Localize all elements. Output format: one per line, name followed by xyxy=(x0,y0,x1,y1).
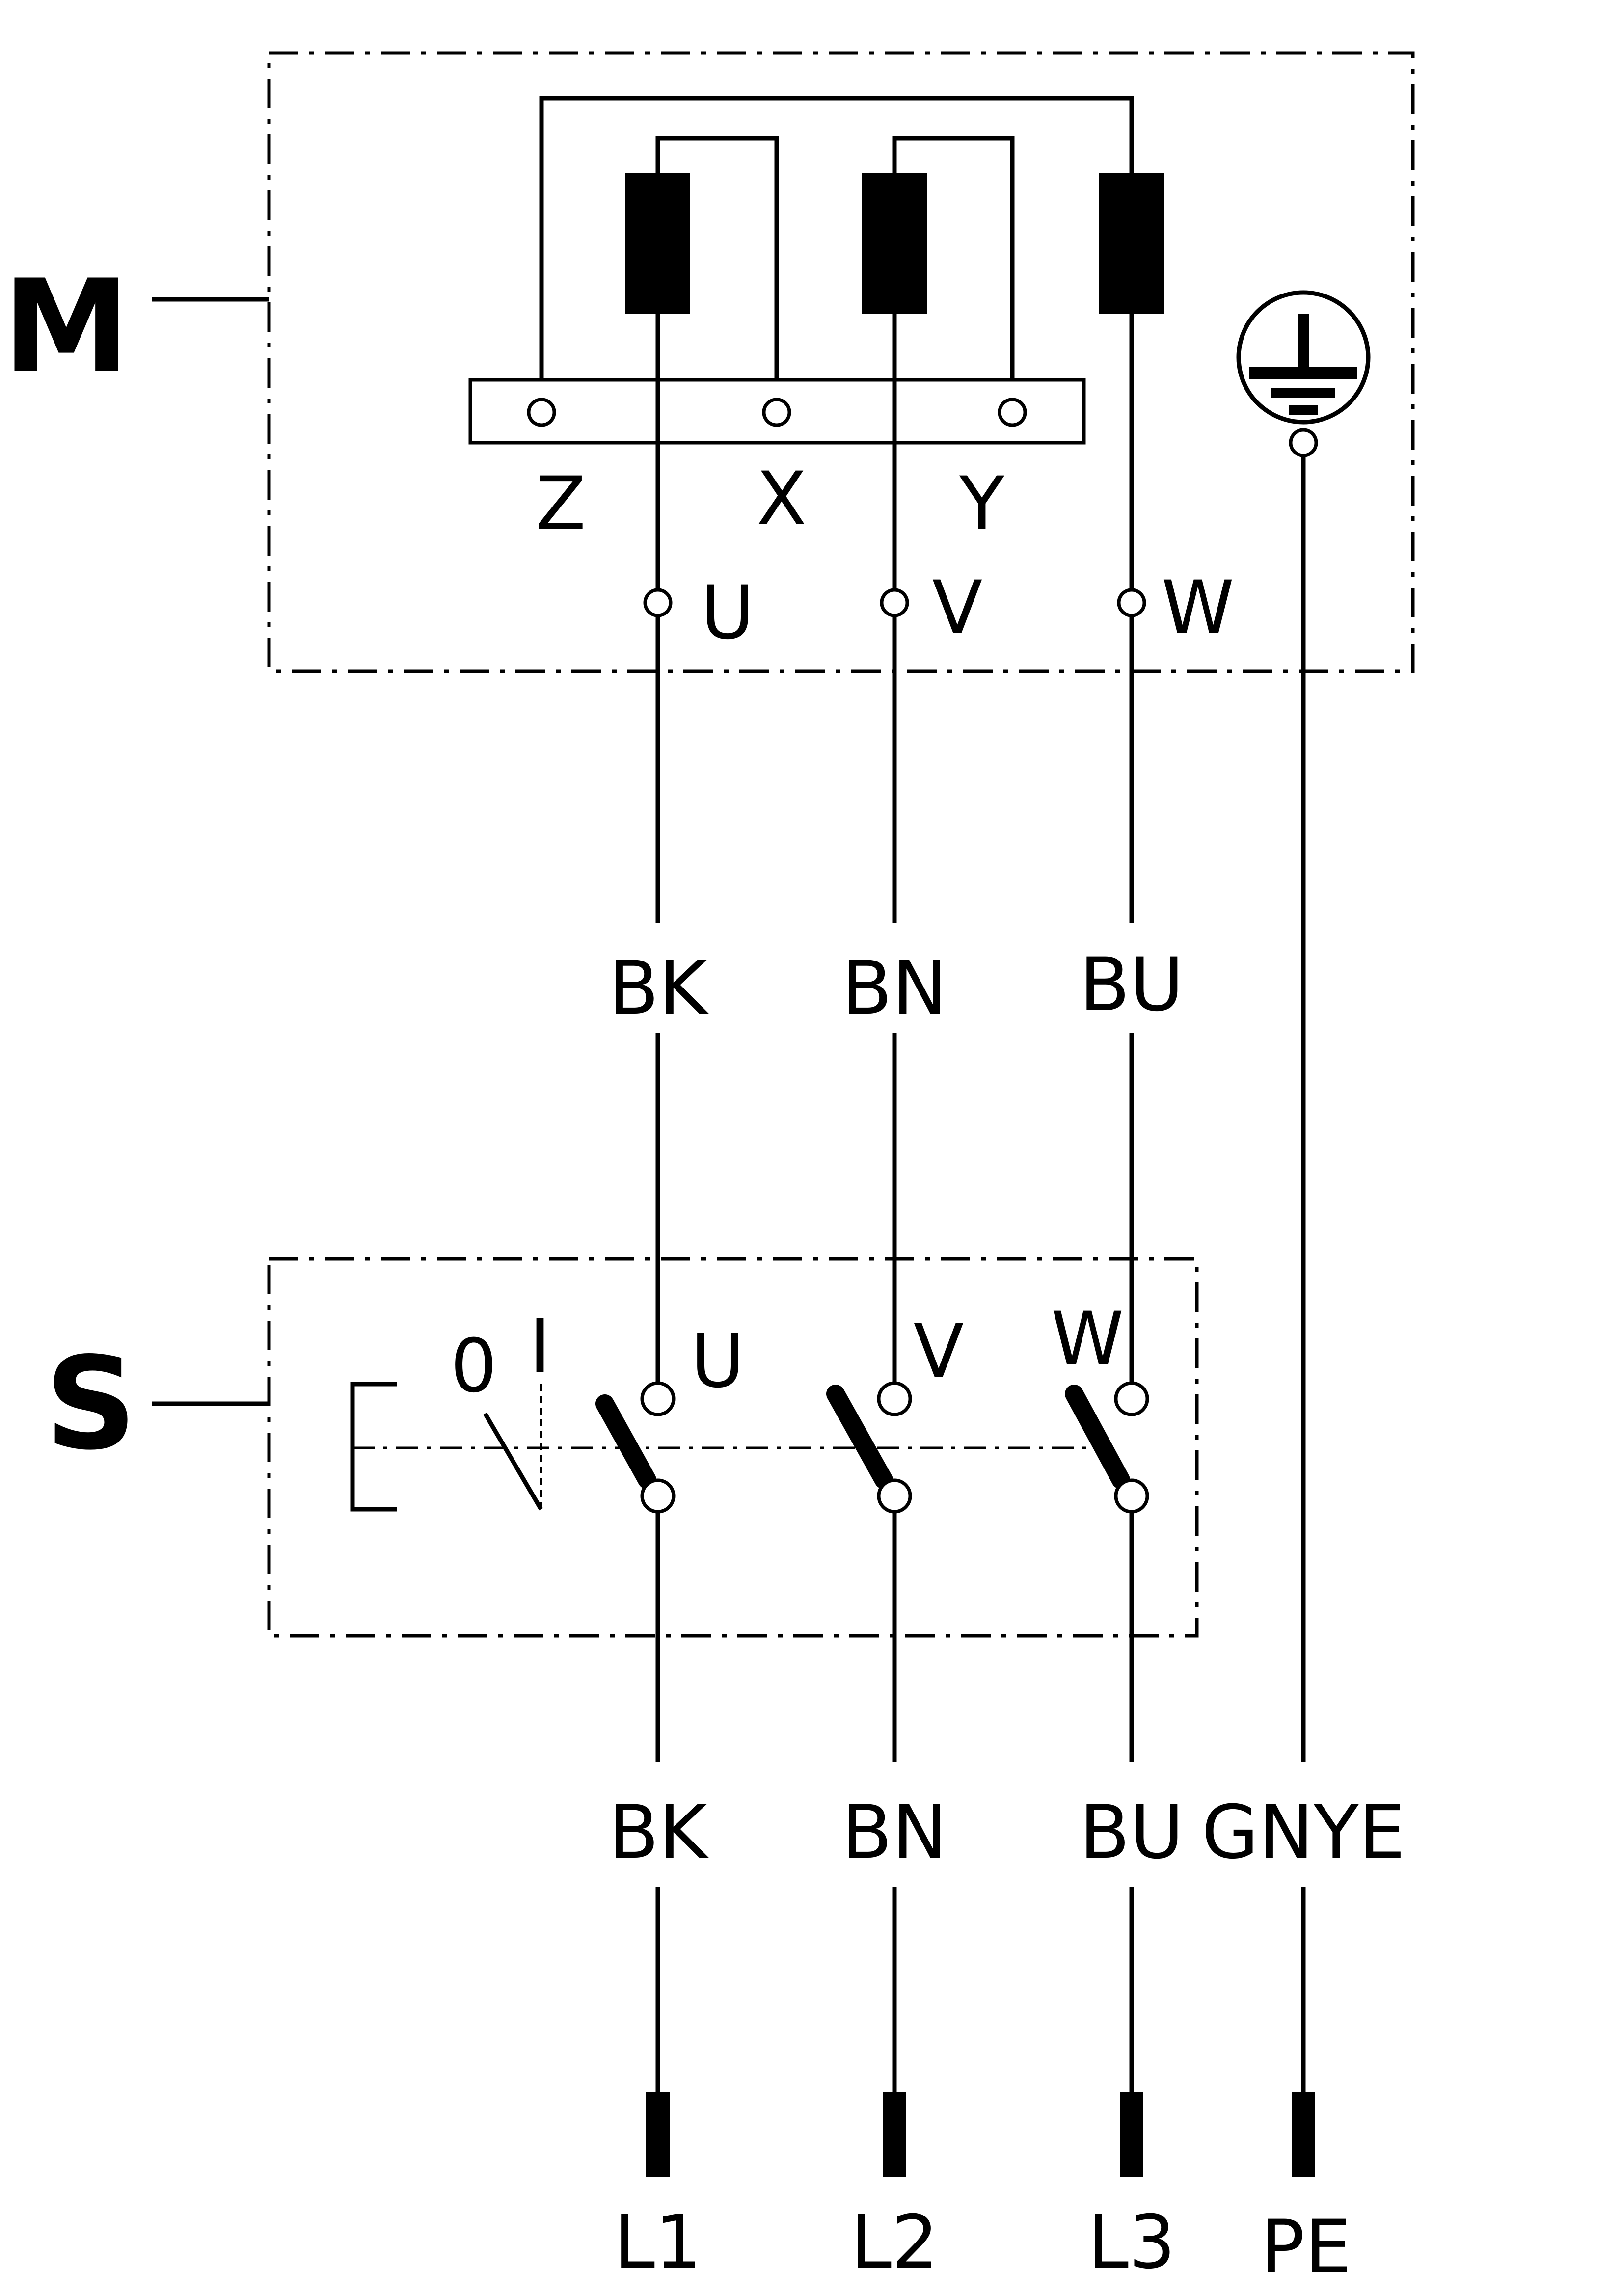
supply-l2: L2 xyxy=(850,2200,938,2285)
terminal-v xyxy=(880,588,909,617)
switch-terminal-w-bottom xyxy=(1114,1478,1149,1514)
terminal-w-label: W xyxy=(1162,565,1234,651)
star-bridge-z-w xyxy=(539,96,1134,405)
switch-terminal-u-label: U xyxy=(691,1319,745,1404)
wire-color-bk-lower: BK xyxy=(608,1790,709,1875)
protective-earth-icon xyxy=(1236,290,1371,425)
winding-v xyxy=(862,173,927,314)
switch-contact-u xyxy=(595,1394,656,1489)
switch-terminal-v-top xyxy=(877,1381,912,1416)
switch-terminal-u-top xyxy=(640,1381,676,1416)
terminal-u-label: U xyxy=(701,570,755,656)
switch-position-off: 0 xyxy=(450,1324,497,1409)
supply-l1: L1 xyxy=(614,2200,702,2285)
switch-module: S 0 I U V W xyxy=(45,1257,1199,1638)
switch-contact-v xyxy=(826,1385,893,1489)
ferrule-pe xyxy=(1292,2092,1315,2177)
wire-color-bk-upper: BK xyxy=(608,946,709,1031)
terminal-v-label: V xyxy=(932,565,983,651)
switch-enclosure xyxy=(267,1257,1199,1638)
wire-color-bn-upper: BN xyxy=(841,946,947,1031)
switch-terminal-u-bottom xyxy=(640,1478,676,1514)
switch-position-on: I xyxy=(529,1304,551,1389)
switch-position-line xyxy=(483,1412,543,1511)
ferrule-l1 xyxy=(646,2092,670,2177)
terminal-y-label: Y xyxy=(959,461,1004,547)
winding-w xyxy=(1099,173,1164,314)
terminal-w xyxy=(1117,588,1146,617)
star-bridge-y-v xyxy=(892,136,1015,405)
switch-terminal-v-label: V xyxy=(914,1309,964,1394)
motor-label: M xyxy=(3,253,130,401)
wire-color-bn-lower: BN xyxy=(841,1790,947,1875)
terminal-z xyxy=(527,398,556,427)
terminal-x-label: X xyxy=(757,456,807,542)
switch-terminal-w-label: W xyxy=(1051,1297,1124,1382)
switch-terminal-v-bottom xyxy=(877,1478,912,1514)
supply-pe: PE xyxy=(1260,2205,1351,2290)
wire-color-gnye: GNYE xyxy=(1202,1790,1406,1875)
earth-terminal xyxy=(1289,428,1318,457)
switch-label: S xyxy=(45,1330,136,1478)
supply-l3: L3 xyxy=(1087,2200,1175,2285)
terminal-z-label: Z xyxy=(536,461,586,547)
terminal-y xyxy=(998,398,1027,427)
motor-module: M Z X Y U V W xyxy=(3,51,1415,673)
winding-u xyxy=(625,173,690,314)
switch-contact-w xyxy=(1065,1385,1130,1489)
ferrule-l2 xyxy=(883,2092,906,2177)
wire-color-bu-lower: BU xyxy=(1080,1790,1184,1875)
terminal-u xyxy=(643,588,673,617)
star-bridge-x-u xyxy=(655,136,779,405)
terminal-x xyxy=(762,398,791,427)
switch-terminal-w-top xyxy=(1114,1381,1149,1416)
ferrule-l3 xyxy=(1120,2092,1143,2177)
motor-enclosure xyxy=(267,51,1415,673)
wire-color-bu-upper: BU xyxy=(1080,942,1184,1028)
